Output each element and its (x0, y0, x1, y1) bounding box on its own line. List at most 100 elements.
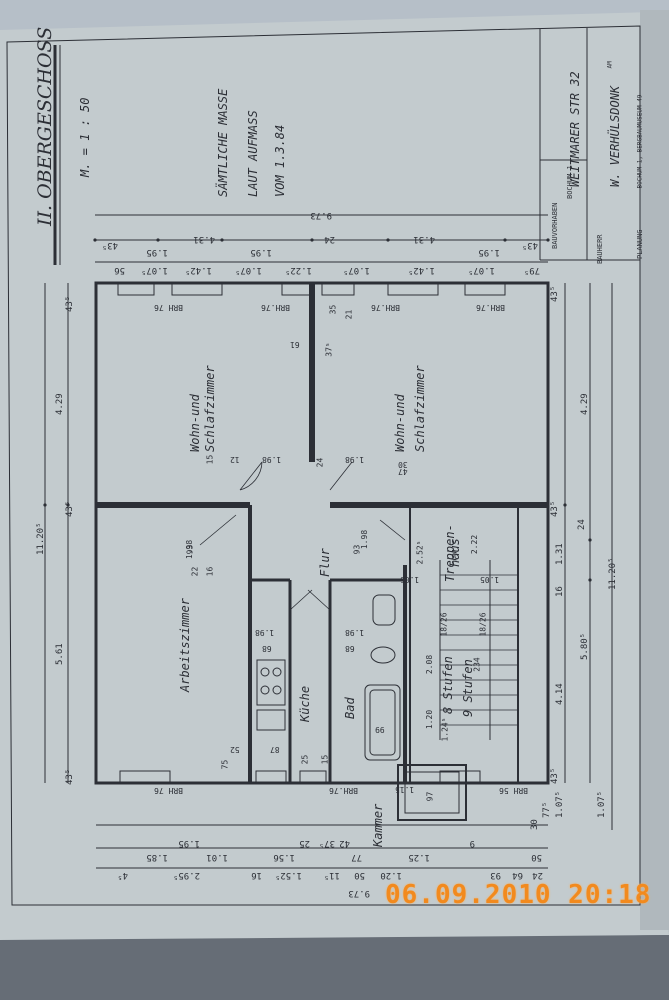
dim-right-43-a: 43⁵ (550, 285, 560, 302)
interior-dimension: 99 (375, 725, 385, 734)
drawing-border (6, 25, 641, 906)
dim-top-24: 24 (324, 234, 335, 244)
interior-dimension: 52 (230, 745, 240, 754)
dim-top-43-b: 43⁵ (521, 240, 538, 250)
dim-right-43-b: 43⁵ (550, 500, 560, 517)
dim-bottom-row2-1: 16 (251, 870, 262, 880)
interior-dimension: 1.98 (345, 628, 365, 637)
interior-dimension: 2.52⁵ (415, 540, 425, 565)
dim-bottom-row1-2: 1.56 (273, 852, 295, 862)
dim-bottom-row2-4: 50 (354, 870, 365, 880)
dim-bottom-row1-1: 1.01 (206, 852, 228, 862)
dim-right-131: 1.31 (555, 543, 565, 565)
timestamp-overlay: 06.09.2010 20:18 (385, 880, 652, 910)
interior-dimension: 1.98 (255, 628, 275, 637)
room-hall: Flur (318, 548, 332, 577)
interior-dimension: 87 (270, 745, 280, 754)
dim-top-row-1: 1.07⁵ (140, 265, 168, 275)
dim-top-total: 9.73 (310, 210, 332, 220)
room-bath: Bad (343, 697, 357, 719)
dim-top-row-3: 1.07⁵ (234, 265, 262, 275)
dim-top-row-5: 1.07⁵ (342, 265, 370, 275)
interior-dimension: 21 (344, 309, 354, 320)
interior-dimension: 18/26 (478, 612, 488, 637)
dim-bottom-row2-3: 11⁵ (323, 870, 340, 880)
dim-right-77: 77⁵ (542, 801, 552, 818)
dim-right-414: 4.14 (555, 683, 565, 705)
room-living-2-line-2: Schlafzimmer (413, 365, 427, 452)
dim-left-total: 11.20⁵ (36, 522, 46, 555)
interior-dimension: 1.15 (395, 785, 415, 794)
interior-dimension: 61 (290, 340, 300, 349)
interior-dimension: 234 (472, 657, 482, 672)
interior-dimension: 68 (262, 644, 272, 653)
interior-dimension: 97 (425, 791, 435, 802)
dim-right-total: 11.20⁵ (608, 557, 618, 590)
interior-dimension: 16 (205, 566, 215, 577)
dim-left-561: 5.61 (55, 643, 65, 665)
room-living-2-line-1: Wohn-und (393, 394, 407, 452)
note-line-2: LAUT AUFMASS (246, 110, 260, 197)
interior-dimension: 35 (328, 304, 338, 315)
brh-bottom-2: BRH 56 (499, 786, 528, 795)
room-kitchen: Küche (298, 685, 312, 722)
dim-left-429: 4.29 (55, 393, 65, 415)
dim-right-24: 24 (577, 519, 587, 530)
interior-dimension: 15 (320, 754, 330, 765)
brh-top-0: BRH 76 (154, 303, 183, 312)
owner-address: BOCHUM 1, BERGBAUMUSEUM 49 (636, 94, 644, 189)
interior-dimension: 30 (398, 460, 408, 469)
room-store: Kammer (371, 803, 385, 847)
dim-top-row-7: 1.07⁵ (467, 265, 495, 275)
dim-right-107: 1.07⁵ (555, 790, 565, 818)
dim-top-row-0: 56 (114, 265, 125, 275)
brh-top-2: BRH.76 (371, 303, 400, 312)
dim-top-row-2: 1.42⁵ (184, 265, 212, 275)
steps-up-label: 8 Stufen (441, 656, 455, 714)
dim-top-431-b: 4.31 (413, 234, 435, 244)
interior-dimension: 1.05 (480, 575, 500, 584)
owner-label: BAUHERR (596, 234, 604, 264)
dim-top-row-4: 1.22⁵ (284, 265, 312, 275)
dim-left-43-b: 43⁵ (65, 500, 75, 517)
dim-bottom-row1-5: 50 (531, 852, 542, 862)
interior-dimension: 75 (220, 759, 230, 770)
interior-dimension: 1.98 (262, 455, 282, 464)
dim-top-195-a: 1.95 (146, 247, 168, 257)
project-label: BAUVORHABEN (551, 202, 559, 249)
interior-dimension: 2.08 (425, 654, 435, 675)
dim-bottom-row2-0: 2.95⁵ (172, 870, 200, 880)
interior-dimension: 1.05 (400, 575, 420, 584)
dim-right-107-b: 1.07⁵ (597, 790, 607, 818)
dim-bottom-row1-3: 77 (351, 852, 362, 862)
interior-dimension: 15 (205, 454, 215, 465)
interior-dimension: 93 (185, 544, 195, 555)
interior-dimension: 12 (230, 455, 240, 464)
dim-bottom-row1-0: 1.85 (146, 852, 168, 862)
brh-top-3: BRH.76 (476, 303, 505, 312)
brh-bottom-1: BRH.76 (329, 786, 358, 795)
project-city: BOCHUM 1 (566, 165, 574, 199)
note-line-1: SÄMTLICHE MASSE (216, 88, 230, 197)
dim-bottom-total: 9.73 (348, 888, 370, 898)
planning-label: PLANUNG (636, 229, 644, 259)
interior-dimension: 25 (300, 754, 310, 765)
dim-bottom-row1-4: 1.25 (408, 852, 430, 862)
dim-right-580: 5.80⁵ (580, 632, 590, 660)
dim-left-43-c: 43⁵ (65, 768, 75, 785)
interior-dimension: 68 (345, 644, 355, 653)
note-line-3: VOM 1.3.84 (273, 124, 287, 197)
room-living-1-line-1: Wohn-und (188, 394, 202, 452)
brh-bottom-0: BRH 76 (154, 786, 183, 795)
dim-right-30: 30 (530, 819, 540, 830)
dim-bottom-row2-5: 1.20 (380, 870, 402, 880)
dim-top-row-6: 1.42⁵ (407, 265, 435, 275)
owner-am: AM (606, 61, 614, 69)
dim-bottom-row2-8: 24 (532, 870, 543, 880)
dim-top-195-b: 1.95 (250, 247, 272, 257)
interior-dimension: 1.20 (425, 709, 435, 730)
interior-dimension: 1.98 (345, 455, 365, 464)
interior-dimension: 2.22 (470, 534, 480, 555)
